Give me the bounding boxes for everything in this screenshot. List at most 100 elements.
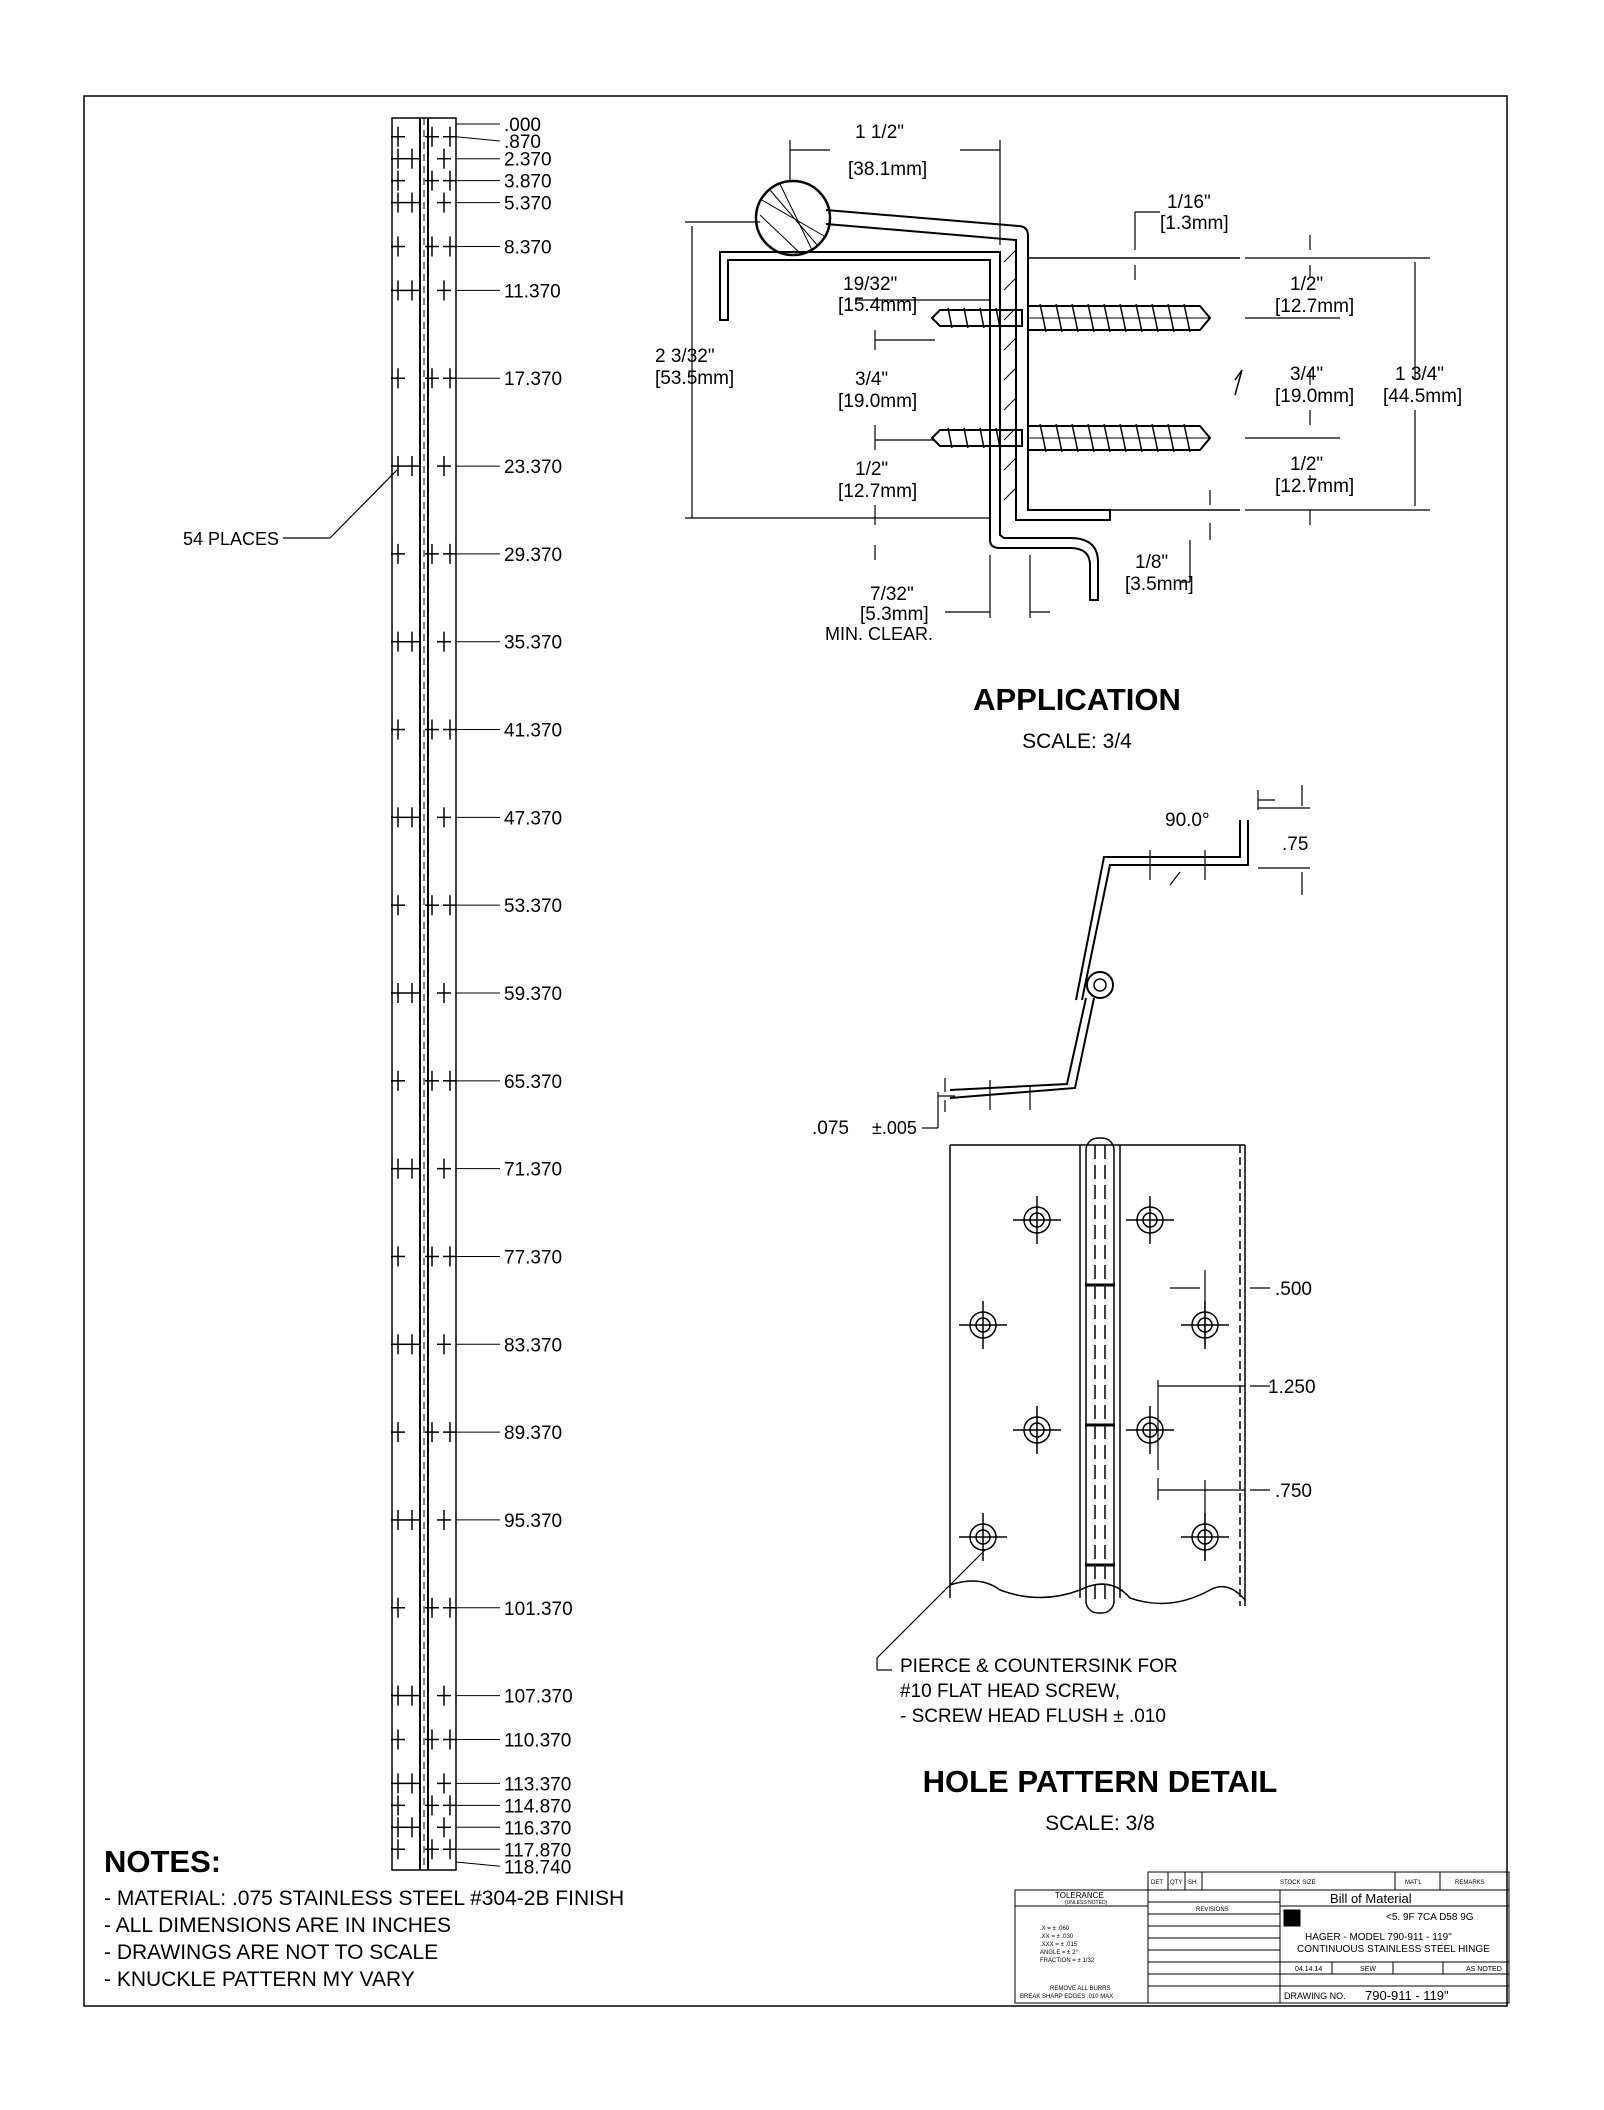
dim-total-in: 1 3/4"	[1395, 364, 1444, 385]
screw-lower	[930, 423, 1212, 453]
station-label: 29.370	[504, 545, 562, 566]
dim-left34-in: 3/4"	[855, 369, 888, 390]
station-label: 95.370	[504, 1511, 562, 1532]
station-label: 8.370	[504, 238, 552, 259]
countersink-hole	[1013, 1196, 1061, 1244]
note-1: - MATERIAL: .075 STAINLESS STEEL #304-2B…	[104, 1887, 624, 1910]
dim-width-in: 1 1/2"	[855, 122, 904, 143]
dim-500: .500	[1275, 1279, 1312, 1300]
station-label: 107.370	[504, 1687, 573, 1708]
burr-note-1: REMOVE ALL BURRS	[1050, 1986, 1110, 1992]
note-3: - DRAWINGS ARE NOT TO SCALE	[104, 1941, 438, 1964]
dim-left12-mm: [12.7mm]	[838, 481, 917, 502]
profile-knuckle	[1086, 971, 1114, 999]
sheet-border	[83, 95, 1508, 2007]
application-scale: SCALE: 3/4	[1022, 730, 1132, 753]
dim-height-in: 2 3/32"	[655, 346, 715, 367]
countersink-hole	[1126, 1196, 1174, 1244]
dim-1932-mm: [15.4mm]	[838, 295, 917, 316]
customer-code: <5. 9F 7CA D58 9G	[1386, 1912, 1474, 1923]
dim-clear-note: MIN. CLEAR.	[825, 624, 933, 644]
dim-gap-mm: [1.3mm]	[1160, 213, 1229, 234]
tol-4: ANGLE = ± 2°	[1040, 1950, 1078, 1956]
profile-angle: 90.0°	[1165, 810, 1210, 831]
dim-r12a-in: 1/2"	[1290, 274, 1323, 295]
screw-upper	[930, 303, 1212, 333]
station-label: .000	[504, 115, 541, 136]
application-dim-lines	[685, 140, 1430, 618]
desc-line-1: HAGER - MODEL 790-911 - 119"	[1305, 1932, 1452, 1943]
places-label: 54 PLACES	[183, 529, 279, 549]
col-det: DET	[1151, 1880, 1163, 1886]
countersink-note-3: - SCREW HEAD FLUSH ± .010	[900, 1706, 1166, 1727]
station-label: 17.370	[504, 369, 562, 390]
station-label: 116.370	[504, 1818, 571, 1839]
profile-thickness: .075	[812, 1118, 849, 1139]
countersink-hole	[959, 1513, 1007, 1561]
drawing-no-label: DRAWING NO.	[1284, 1991, 1346, 2001]
tol-5: FRACTION = ± 1/32	[1040, 1958, 1095, 1964]
station-label: 53.370	[504, 896, 562, 917]
tolerance-sub: (UNLESS NOTED)	[1065, 1900, 1108, 1906]
date: 04.14.14	[1295, 1966, 1322, 1973]
application-title: APPLICATION	[973, 682, 1181, 717]
countersink-note-2: #10 FLAT HEAD SCREW,	[900, 1681, 1120, 1702]
station-label: 71.370	[504, 1160, 562, 1181]
knuckle-circle	[754, 179, 832, 257]
profile-view	[922, 785, 1310, 1129]
dim-height-mm: [53.5mm]	[655, 368, 734, 389]
hole-pattern-title: HOLE PATTERN DETAIL	[923, 1764, 1278, 1799]
station-label: 11.370	[504, 281, 561, 302]
notes-heading: NOTES:	[104, 1844, 221, 1879]
station-label: 3.870	[504, 172, 552, 193]
station-label: 83.370	[504, 1335, 562, 1356]
dim-gap-in: 1/16"	[1167, 192, 1211, 213]
station-label: 65.370	[504, 1072, 562, 1093]
scale-value: AS NOTED	[1466, 1966, 1502, 1973]
dim-clear-mm: [5.3mm]	[860, 604, 929, 625]
dim-750: .750	[1275, 1481, 1312, 1502]
station-label: 23.370	[504, 457, 562, 478]
station-label: 114.870	[504, 1796, 571, 1817]
col-matl: MAT'L	[1405, 1880, 1422, 1886]
countersink-note-1: PIERCE & COUNTERSINK FOR	[900, 1656, 1178, 1677]
burr-note-2: BREAK SHARP EDGES .010 MAX	[1020, 1994, 1113, 2000]
hinge-strip-view	[391, 117, 501, 1871]
hole-pattern-view	[949, 1137, 1246, 1614]
tol-2: .XX = ± .030	[1040, 1934, 1074, 1940]
dim-r12a-mm: [12.7mm]	[1275, 296, 1354, 317]
dim-1250: 1.250	[1268, 1377, 1316, 1398]
drawing-no: 790-911 - 119"	[1365, 1988, 1449, 2003]
station-label: 101.370	[504, 1599, 573, 1620]
application-view	[719, 179, 1243, 601]
countersink-hole	[1126, 1406, 1174, 1454]
station-label: .870	[504, 132, 541, 153]
dim-r34-in: 3/4"	[1290, 364, 1323, 385]
dim-left12-in: 1/2"	[855, 459, 888, 480]
col-remarks: REMARKS	[1455, 1880, 1485, 1886]
title-block	[1014, 1871, 1510, 2004]
station-label: 35.370	[504, 633, 562, 654]
station-leader	[455, 1861, 501, 1867]
pattern-holes	[959, 1196, 1229, 1561]
hole-pattern-scale: SCALE: 3/8	[1045, 1812, 1155, 1835]
dim-r12b-mm: [12.7mm]	[1275, 476, 1354, 497]
tol-3: .XXX = ± .015	[1040, 1942, 1078, 1948]
station-label: 117.870	[504, 1840, 571, 1861]
places-callout: 54 PLACES	[183, 469, 398, 549]
dim-clear-in: 7/32"	[870, 584, 914, 605]
profile-tolerance: ±.005	[872, 1118, 917, 1138]
station-label: 47.370	[504, 808, 562, 829]
revisions-label: REVISIONS	[1196, 1907, 1229, 1913]
dim-r34-mm: [19.0mm]	[1275, 386, 1354, 407]
dim-18-in: 1/8"	[1135, 552, 1168, 573]
dim-18-mm: [3.5mm]	[1125, 574, 1194, 595]
station-label: 2.370	[504, 150, 552, 171]
countersink-hole	[959, 1301, 1007, 1349]
station-leaders	[455, 123, 501, 1867]
tolerance-head: TOLERANCE	[1055, 1891, 1104, 1900]
dim-1932-in: 19/32"	[843, 274, 897, 295]
col-sh: SH	[1188, 1880, 1196, 1886]
station-label: 89.370	[504, 1423, 562, 1444]
dim-r12b-in: 1/2"	[1290, 454, 1323, 475]
